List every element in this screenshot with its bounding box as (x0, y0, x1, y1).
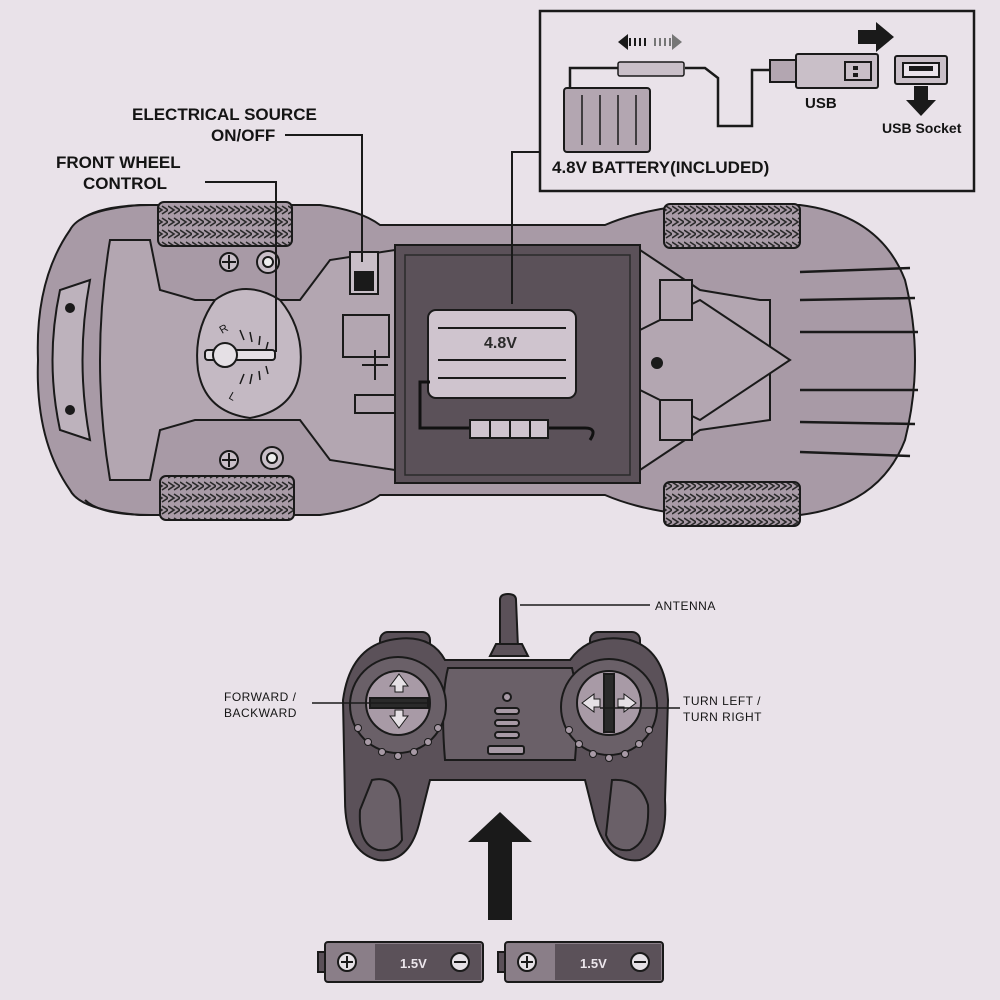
wheel-front-bottom (159, 475, 295, 521)
turn-label: TURN LEFT / (683, 694, 761, 708)
electrical-source-label-2: ON/OFF (211, 126, 275, 145)
speaker-slot-2 (494, 719, 520, 727)
inset-battery-pack (563, 87, 651, 153)
rear-block-top (659, 279, 693, 321)
antenna-label: ANTENNA (655, 599, 716, 613)
screw-front-top (219, 252, 239, 272)
forward-backward-label: FORWARD / (224, 690, 297, 704)
remote-leader-lines (312, 604, 680, 709)
turn-left-right-stick[interactable] (603, 673, 615, 733)
left-grip (358, 778, 404, 852)
power-led (502, 692, 512, 702)
antenna (499, 592, 520, 649)
wheel-rear-bottom (663, 481, 801, 527)
arrow-right-icon-stick (617, 693, 637, 713)
speaker-slot-1 (494, 707, 520, 715)
usb-socket (894, 55, 948, 85)
arrow-right-icon (858, 22, 894, 52)
car-battery-label: 4.8V (484, 335, 517, 352)
inset-box (538, 9, 976, 193)
insert-arrow-icon (468, 812, 532, 920)
arrow-down-icon-stick (389, 709, 409, 729)
arrow-left-icon (581, 693, 601, 713)
usb-label: USB (805, 95, 837, 112)
right-grip (604, 778, 650, 852)
rear-screw (651, 357, 663, 369)
steer-left-mark: L (227, 390, 239, 404)
aa-battery-2 (497, 941, 664, 983)
usb-socket-label: USB Socket (882, 120, 962, 136)
electrical-source-label: ELECTRICAL SOURCE (132, 105, 317, 124)
screw-front-bottom (219, 450, 239, 470)
aa-battery-1 (317, 941, 484, 983)
antenna-base (488, 643, 530, 657)
battery-included-label: 4.8V BATTERY(INCLUDED) (552, 158, 769, 177)
side-latch (342, 314, 390, 358)
speaker-slot-3 (494, 731, 520, 739)
ring-dots (354, 724, 653, 762)
center-button[interactable] (487, 745, 525, 755)
rear-ribs (799, 266, 918, 458)
turn-label-2: TURN RIGHT (683, 710, 762, 724)
car-leader-lines (205, 134, 540, 352)
inset-cable (568, 66, 770, 128)
front-wheel-label: FRONT WHEEL (56, 153, 181, 172)
forward-backward-label-2: BACKWARD (224, 706, 297, 720)
wheel-rear-top (663, 203, 801, 249)
remote-controller (341, 592, 670, 862)
arrow-up-icon (389, 673, 409, 693)
aa-battery-1-label: 1.5V (400, 956, 427, 971)
wheel-front-top (157, 201, 293, 247)
car-top-view (36, 201, 918, 527)
battery-wire (418, 380, 595, 441)
car-battery-pack (427, 309, 577, 399)
arrow-down-icon (906, 86, 936, 116)
car-front-bumper (51, 278, 92, 442)
front-wheel-dial (196, 288, 302, 420)
aa-battery-2-label: 1.5V (580, 956, 607, 971)
usb-plug (769, 53, 879, 89)
inset-connector (617, 61, 685, 77)
power-switch-slider (354, 271, 374, 291)
front-wheel-label-2: CONTROL (83, 174, 167, 193)
battery-usb-inset: USB USB Socket 4.8V BATTERY(INCLUDED) (538, 9, 976, 193)
rear-block-bottom (659, 399, 693, 441)
double-arrow-icon (618, 34, 682, 50)
